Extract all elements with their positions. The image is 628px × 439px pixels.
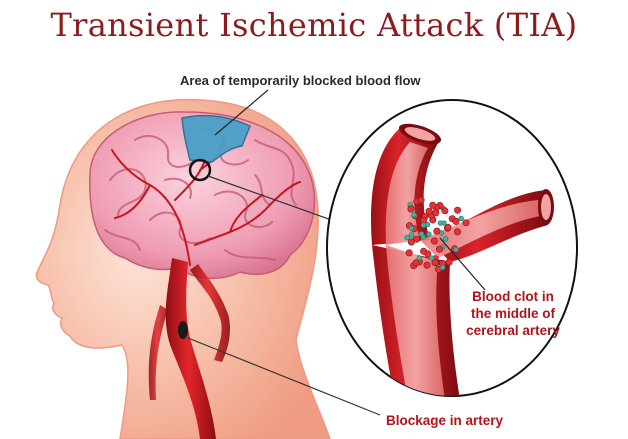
platelet-cell: [408, 232, 415, 238]
red-blood-cell: [423, 261, 431, 269]
artery-branch: [190, 264, 230, 362]
blockage-pointer-line: [187, 337, 381, 416]
red-blood-cell: [445, 258, 453, 266]
brain-arteries: [111, 134, 301, 266]
platelet-cell: [426, 231, 432, 237]
red-blood-cell: [433, 227, 441, 235]
platelet-cell: [458, 215, 464, 222]
red-blood-cell: [412, 259, 420, 267]
clot-pointer-line: [439, 237, 486, 291]
red-blood-cell: [454, 206, 462, 214]
artery-branch-left: [148, 305, 168, 400]
platelet-cell: [429, 255, 435, 261]
label-blood-clot-line3: cerebral artery: [466, 323, 560, 338]
red-blood-cell: [407, 205, 415, 213]
area-pointer-line: [214, 89, 269, 136]
red-blood-cell: [425, 207, 433, 215]
label-blood-clot-line2: the middle of: [471, 306, 555, 321]
platelet-cell: [443, 236, 449, 242]
red-blood-cell: [430, 237, 438, 245]
platelet-cell: [411, 212, 417, 218]
brain-folds: [104, 127, 297, 261]
blocked-area-highlight: [181, 114, 251, 163]
label-blood-clot-line1: Blood clot in: [472, 289, 554, 304]
label-blood-clot: Blood clot in the middle of cerebral art…: [453, 288, 573, 339]
red-blood-cell: [453, 228, 461, 236]
red-blood-cell: [452, 217, 460, 225]
blood-clot: [404, 196, 470, 273]
platelet-cell: [440, 264, 446, 271]
red-blood-cell: [405, 249, 413, 257]
red-blood-cell: [462, 219, 470, 227]
red-blood-cell: [444, 223, 452, 231]
platelet-cell: [408, 225, 414, 232]
red-blood-cell: [441, 207, 449, 215]
red-blood-cell: [435, 245, 443, 253]
platelet-cell: [437, 220, 444, 226]
carotid-artery: [165, 258, 216, 439]
platelet-cell: [418, 231, 425, 237]
red-blood-cell: [420, 247, 428, 255]
neck-blockage: [178, 321, 188, 339]
label-blocked-area: Area of temporarily blocked blood flow: [180, 73, 421, 88]
red-blood-cell: [407, 238, 415, 246]
red-blood-cell: [432, 209, 440, 217]
brain: [89, 111, 316, 280]
red-blood-cell: [431, 259, 439, 267]
red-blood-cell: [417, 196, 425, 204]
magnified-artery: [371, 123, 554, 396]
label-blockage: Blockage in artery: [386, 413, 504, 428]
clot-location-marker: [188, 158, 212, 182]
page-title: Transient Ischemic Attack (TIA): [50, 6, 578, 44]
red-blood-cell: [429, 201, 437, 209]
platelet-cell: [420, 222, 427, 228]
platelet-cell: [404, 234, 410, 241]
platelet-cell: [453, 246, 459, 253]
platelet-cell: [416, 255, 422, 261]
